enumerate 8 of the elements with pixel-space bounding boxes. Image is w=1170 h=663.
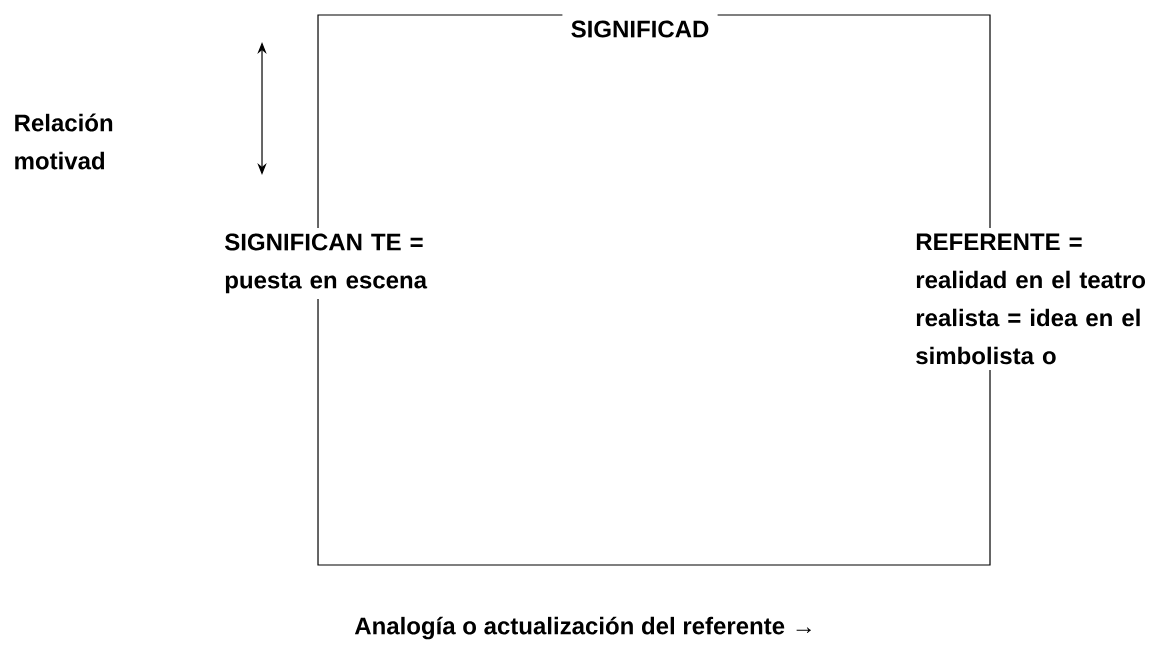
concept-label: SIGNIFICAN TE = puesta en escena [224,233,428,294]
concept-label: REFERENTE = realidad en el teatro realista = idea en el simbolista o [916,233,1146,365]
connector-line [717,14,991,229]
side-label: Relación motivad [15,113,113,170]
connector-line [317,298,991,566]
connector-line [317,14,563,229]
concept-label: SIGNIFICAD [571,20,709,38]
caption-text: Analogía o actualización del referente → [354,616,811,640]
